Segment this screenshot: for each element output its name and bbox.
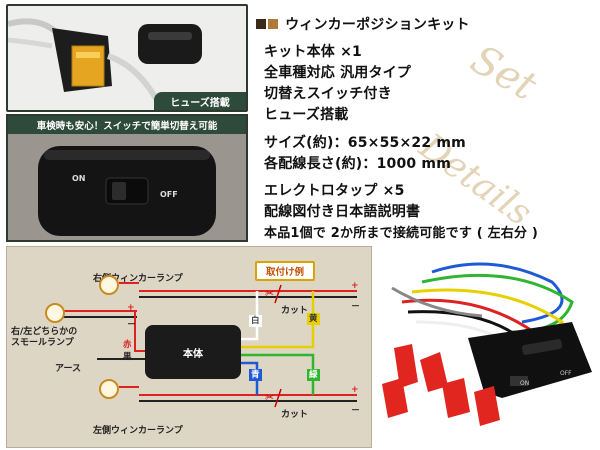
minus-sign: － — [351, 302, 361, 312]
scissors-icon-top: ✂ — [265, 287, 275, 300]
spec-line: ヒューズ搭載 — [264, 107, 349, 123]
wire-white-label: 白 — [249, 315, 262, 327]
product-off-label: OFF — [560, 370, 572, 377]
wire-blue-label: 青 — [249, 369, 262, 381]
spec-line: エレクトロタップ ×5 — [264, 183, 405, 199]
body-unit: 本体 — [145, 325, 241, 379]
cut-label-bottom: カット — [281, 410, 309, 420]
plus-sign: + — [351, 385, 359, 395]
product-photo — [372, 252, 598, 448]
wire-green-label: 緑 — [307, 369, 320, 381]
small-lamp-label: 右/左どちらかの スモールランプ — [11, 327, 78, 348]
switch-off-label: OFF — [160, 190, 178, 199]
product-on-label: ON — [520, 380, 530, 387]
ground-label: アース — [55, 364, 82, 374]
spec-line: サイズ(約)：65×55×22 mm — [264, 135, 466, 151]
fuse-photo — [8, 6, 246, 110]
title-square-dark — [256, 19, 266, 29]
small-lamp-icon — [45, 303, 65, 323]
switch-banner: 車検時も安心！スイッチで簡単切替え可能 — [8, 116, 246, 134]
spec-line: 配線図付き日本語説明書 — [264, 204, 421, 220]
switch-photo — [8, 134, 246, 240]
deco-set: Set — [462, 36, 545, 110]
mounting-example-tag: 取付け例 — [255, 261, 315, 281]
minus-sign: － — [351, 406, 361, 416]
wire-black-label: 黒 — [123, 352, 132, 362]
wiring-lines — [63, 282, 357, 408]
spec-line: 本品1個で 2か所まで接続可能です ( 左右分 ) — [264, 226, 539, 241]
right-lamp-label: 右側ウィンカーランプ — [93, 274, 183, 284]
spec-title-row: ウィンカーポジションキット — [256, 14, 470, 34]
switch-photo-panel: ON OFF 車検時も安心！スイッチで簡単切替え可能 — [6, 114, 248, 242]
wire-yellow-label: 黄 — [307, 313, 320, 325]
plus-sign: + — [127, 303, 135, 313]
scissors-icon-bottom: ✂ — [265, 391, 275, 404]
spec-line: キット本体 ×1 — [264, 44, 362, 60]
switch-on-label: ON — [72, 174, 86, 183]
spec-line: 全車種対応 汎用タイプ — [264, 65, 412, 81]
right-lamp-icon — [99, 275, 119, 295]
wiring-diagram: 取付け例 右側ウィンカーランプ 右/左どちらかの スモールランプ アース 左側ウ… — [6, 246, 372, 448]
left-lamp-icon — [99, 379, 119, 399]
cut-label-top: カット — [281, 306, 309, 316]
title-square-brown — [268, 19, 278, 29]
spec-title: ウィンカーポジションキット — [285, 17, 470, 33]
fuse-photo-panel: ヒューズ搭載 — [6, 4, 248, 112]
left-lamp-label: 左側ウィンカーランプ — [93, 426, 183, 436]
plus-sign: + — [351, 281, 359, 291]
spec-line: 各配線長さ(約)：1000 mm — [264, 156, 452, 172]
spec-line: 切替えスイッチ付き — [264, 86, 392, 102]
wire-red-label: 赤 — [123, 340, 132, 350]
minus-sign: － — [127, 320, 137, 330]
fuse-badge: ヒューズ搭載 — [154, 92, 246, 110]
